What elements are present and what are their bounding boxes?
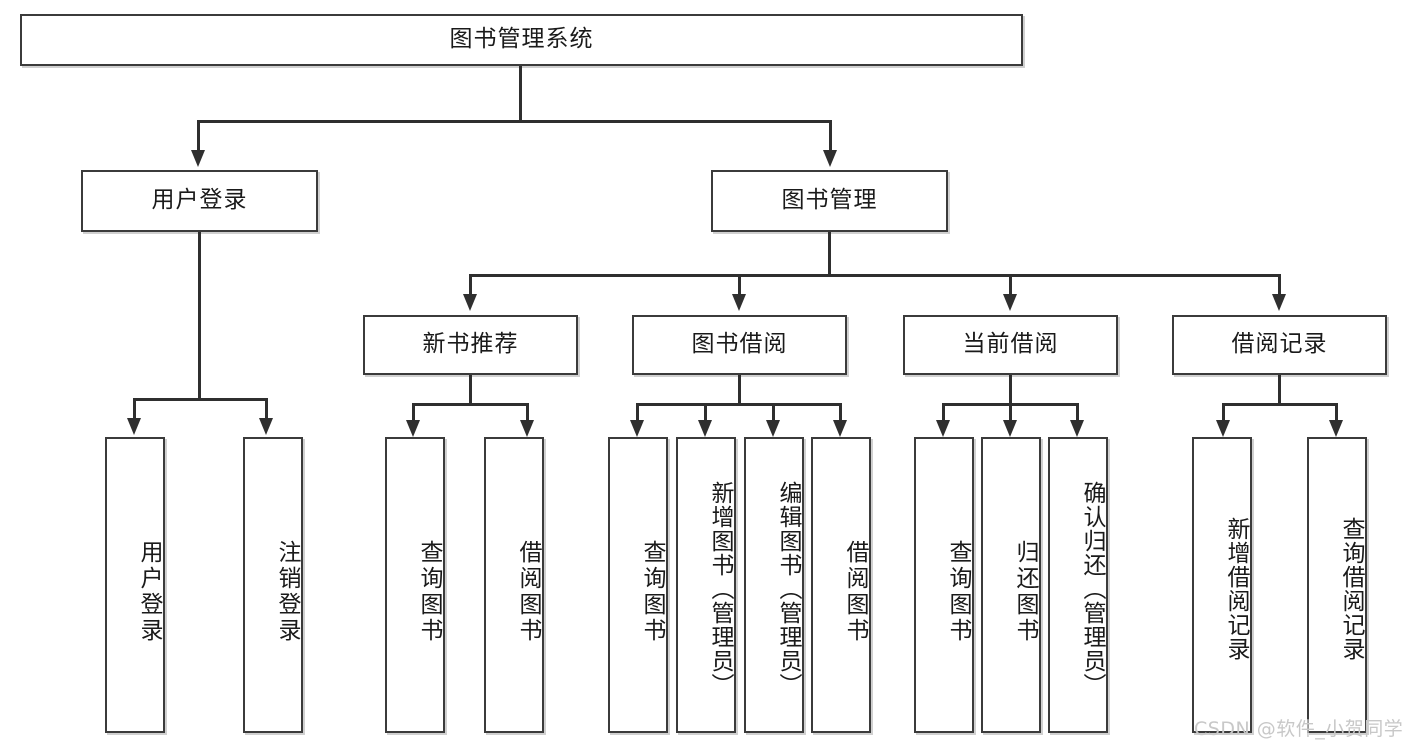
connector-current-borrow-drop-2 [1009, 403, 1012, 422]
node-borrow-record[interactable]: 借阅记录 [1172, 315, 1387, 375]
leaf-borrow-book-recommend[interactable]: 借阅图书 [484, 437, 544, 733]
connector-current-borrow-stem [1009, 375, 1012, 405]
connector-user-login-bus [133, 398, 267, 401]
arrowhead-borrow-record [1272, 294, 1286, 311]
connector-tier1-drop-right [829, 120, 832, 152]
arrowhead-leaf-query-book-1 [406, 420, 420, 437]
connector-tier3-drop-2 [738, 274, 741, 296]
connector-borrow-record-drop-2 [1335, 403, 1338, 422]
leaf-add-book-admin[interactable]: 新增图书（管理员） [676, 437, 736, 733]
node-label: 借阅图书 [515, 540, 541, 644]
arrowhead-leaf-user-login [127, 418, 141, 435]
node-label: 编辑图书（管理员） [775, 481, 801, 697]
node-label: 当前借阅 [962, 331, 1059, 358]
connector-borrow-record-bus [1222, 403, 1337, 406]
connector-root-stem [519, 66, 522, 121]
node-label: 用户登录 [151, 187, 248, 214]
connector-user-login-drop-1 [133, 398, 136, 420]
node-label: 用户登录 [136, 540, 162, 644]
arrowhead-leaf-add-book [698, 420, 712, 437]
connector-current-borrow-drop-1 [942, 403, 945, 422]
arrowhead-leaf-edit-book [766, 420, 780, 437]
node-label: 新书推荐 [422, 331, 519, 358]
arrowhead-user-login [191, 150, 205, 167]
connector-book-borrow-stem [738, 375, 741, 405]
connector-user-login-stem [198, 232, 201, 400]
connector-new-book-recommend-stem [469, 375, 472, 405]
node-current-borrow[interactable]: 当前借阅 [903, 315, 1118, 375]
node-user-login[interactable]: 用户登录 [81, 170, 318, 232]
node-label: 查询图书 [416, 540, 442, 644]
connector-tier1-drop-left [197, 120, 200, 152]
connector-book-borrow-drop-3 [772, 403, 775, 422]
connector-user-login-drop-2 [265, 398, 268, 420]
arrowhead-leaf-confirm-return [1070, 420, 1084, 437]
arrowhead-book-borrow [732, 294, 746, 311]
node-label: 注销登录 [274, 540, 300, 644]
leaf-query-book-borrow[interactable]: 查询图书 [608, 437, 668, 733]
node-new-book-recommend[interactable]: 新书推荐 [363, 315, 578, 375]
node-label: 借阅图书 [842, 540, 868, 644]
arrowhead-leaf-query-book-3 [936, 420, 950, 437]
node-label: 归还图书 [1012, 540, 1038, 644]
connector-book-borrow-drop-4 [839, 403, 842, 422]
node-label: 图书管理 [781, 187, 878, 214]
node-book-borrow[interactable]: 图书借阅 [632, 315, 847, 375]
node-book-management[interactable]: 图书管理 [711, 170, 948, 232]
arrowhead-leaf-logout [259, 418, 273, 435]
connector-tier3-drop-1 [469, 274, 472, 296]
connector-book-borrow-bus [636, 403, 841, 406]
leaf-return-book[interactable]: 归还图书 [981, 437, 1041, 733]
connector-book-borrow-drop-2 [704, 403, 707, 422]
node-label: 借阅记录 [1231, 331, 1328, 358]
connector-book-borrow-drop-1 [636, 403, 639, 422]
node-label: 图书管理系统 [449, 26, 594, 53]
arrowhead-leaf-query-borrow-record [1329, 420, 1343, 437]
leaf-logout[interactable]: 注销登录 [243, 437, 303, 733]
leaf-query-borrow-record[interactable]: 查询借阅记录 [1307, 437, 1367, 733]
node-label: 图书借阅 [691, 331, 788, 358]
node-label: 查询借阅记录 [1338, 517, 1364, 661]
node-label: 新增图书（管理员） [707, 481, 733, 697]
connector-borrow-record-stem [1278, 375, 1281, 405]
connector-new-book-recommend-bus [412, 403, 528, 406]
node-label: 查询图书 [945, 540, 971, 644]
arrowhead-leaf-add-borrow-record [1216, 420, 1230, 437]
leaf-query-book-current[interactable]: 查询图书 [914, 437, 974, 733]
leaf-add-borrow-record[interactable]: 新增借阅记录 [1192, 437, 1252, 733]
connector-book-management-stem [828, 232, 831, 276]
leaf-borrow-book[interactable]: 借阅图书 [811, 437, 871, 733]
connector-tier3-drop-4 [1278, 274, 1281, 296]
node-label: 新增借阅记录 [1223, 517, 1249, 661]
arrowhead-new-book-recommend [463, 294, 477, 311]
connector-borrow-record-drop-1 [1222, 403, 1225, 422]
leaf-edit-book-admin[interactable]: 编辑图书（管理员） [744, 437, 804, 733]
arrowhead-leaf-query-book-2 [630, 420, 644, 437]
connector-current-borrow-drop-3 [1076, 403, 1079, 422]
connector-tier3-bus [469, 274, 1281, 277]
connector-tier3-drop-3 [1009, 274, 1012, 296]
arrowhead-leaf-borrow-book-1 [520, 420, 534, 437]
leaf-query-book-recommend[interactable]: 查询图书 [385, 437, 445, 733]
arrowhead-book-management [823, 150, 837, 167]
node-root-book-management-system[interactable]: 图书管理系统 [20, 14, 1023, 66]
leaf-confirm-return-admin[interactable]: 确认归还（管理员） [1048, 437, 1108, 733]
connector-tier1-bus [197, 120, 831, 123]
node-label: 查询图书 [639, 540, 665, 644]
connector-new-book-recommend-drop-1 [412, 403, 415, 422]
node-label: 确认归还（管理员） [1079, 481, 1105, 697]
leaf-user-login[interactable]: 用户登录 [105, 437, 165, 733]
arrowhead-leaf-borrow-book-2 [833, 420, 847, 437]
connector-new-book-recommend-drop-2 [526, 403, 529, 422]
arrowhead-current-borrow [1003, 294, 1017, 311]
arrowhead-leaf-return-book [1003, 420, 1017, 437]
